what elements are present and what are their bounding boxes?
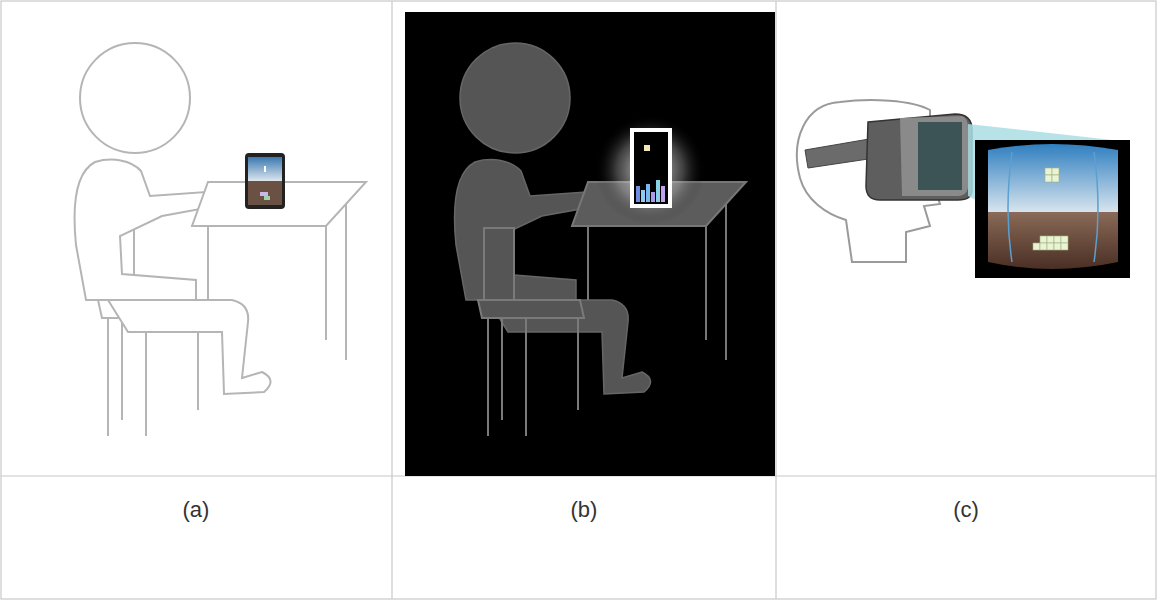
seated-person-dark (455, 43, 746, 436)
vr-view (975, 140, 1130, 278)
seated-person-outline (75, 43, 366, 436)
panel-label: (c) (906, 497, 1026, 523)
vr-user (797, 100, 972, 262)
projection-beam (968, 124, 1130, 278)
glowing-tablet (595, 115, 705, 225)
dark-room (405, 12, 775, 476)
panel-label: (a) (136, 497, 256, 523)
tablet-device (245, 153, 285, 209)
panel-label: (b) (524, 497, 644, 523)
